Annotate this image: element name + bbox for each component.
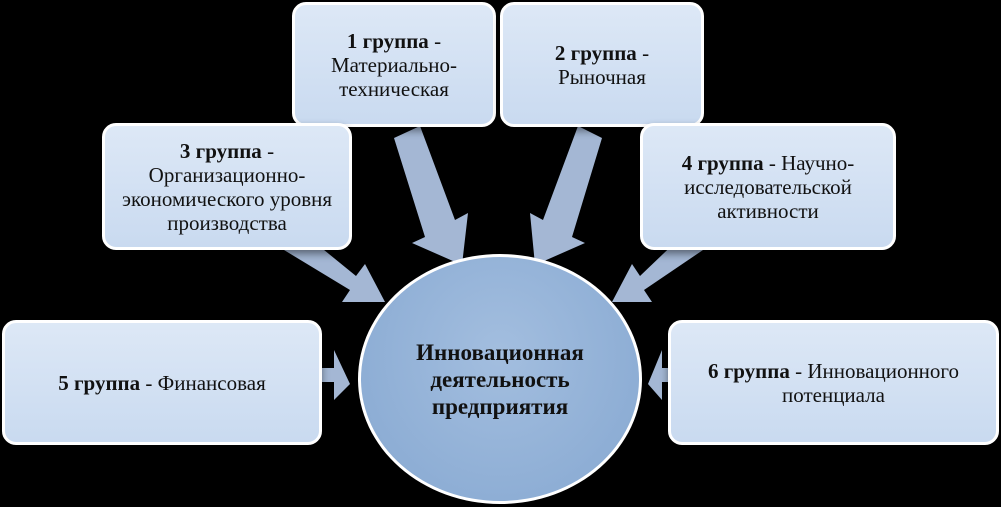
group-6-head: 6 группа bbox=[707, 358, 790, 383]
group-3-head: 3 группа bbox=[179, 138, 262, 163]
group-box-4: 4 группа - Научно-исследовательской акти… bbox=[640, 123, 896, 250]
group-4-text: Научно-исследовательской активности bbox=[684, 150, 855, 223]
group-4-head: 4 группа bbox=[681, 150, 764, 175]
group-5-sep: - bbox=[140, 370, 158, 395]
group-5-text: Финансовая bbox=[157, 370, 266, 395]
group-4-sep: - bbox=[763, 150, 782, 175]
arrow-g6 bbox=[648, 350, 668, 400]
group-box-3: 3 группа - Организационно-экономического… bbox=[102, 123, 352, 250]
center-title: Инновационная деятельность предприятия bbox=[416, 339, 584, 419]
group-3-sep: - bbox=[261, 138, 275, 163]
group-box-1: 1 группа - Материально-техническая bbox=[292, 2, 496, 127]
group-6-sep: - bbox=[789, 358, 808, 383]
group-box-2: 2 группа - Рыночная bbox=[500, 2, 704, 127]
group-3-text: Организационно-экономического уровня про… bbox=[121, 162, 333, 235]
center-circle: Инновационная деятельность предприятия bbox=[358, 254, 642, 504]
group-2-head: 2 группа bbox=[554, 40, 637, 65]
group-2-text: Рыночная bbox=[558, 64, 646, 89]
group-1-sep: - bbox=[428, 28, 442, 53]
group-box-6: 6 группа - Инновационного потенциала bbox=[668, 320, 999, 445]
group-box-5: 5 группа - Финансовая bbox=[2, 320, 322, 445]
arrow-g1 bbox=[394, 126, 468, 265]
group-5-head: 5 группа bbox=[58, 370, 141, 395]
group-2-sep: - bbox=[636, 40, 650, 65]
group-1-text: Материально-техническая bbox=[331, 52, 457, 101]
arrow-g2 bbox=[530, 126, 602, 265]
group-1-head: 1 группа bbox=[346, 28, 429, 53]
arrow-g5 bbox=[322, 350, 350, 400]
group-6-text: Инновационного потенциала bbox=[782, 358, 960, 407]
